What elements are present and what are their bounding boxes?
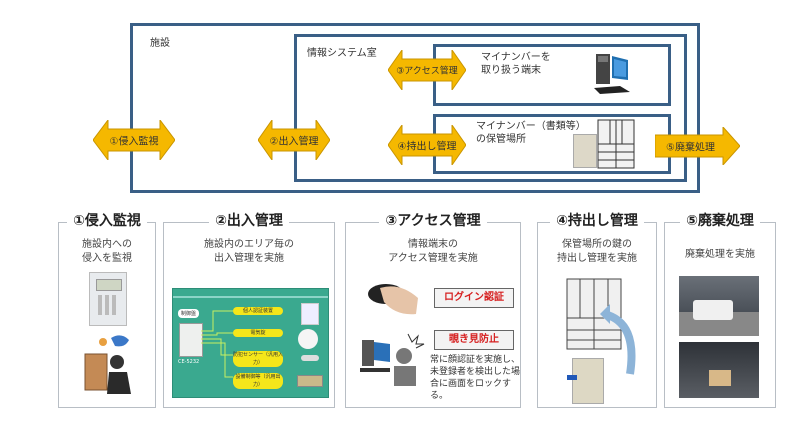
terminal-box-label: マイナンバーを 取り扱う端末 bbox=[481, 52, 551, 76]
cabinet-image bbox=[566, 278, 622, 350]
sensor-icon bbox=[301, 355, 319, 361]
panel-disposal: ⑤廃棄処理 廃棄処理を実施 bbox=[664, 213, 776, 408]
controller-model: CE-5232 bbox=[178, 359, 200, 365]
controller-box bbox=[179, 323, 203, 357]
monitor-user-image bbox=[358, 330, 428, 386]
disposal-truck-photo bbox=[679, 276, 759, 336]
system-item: 電気錠 bbox=[233, 329, 283, 337]
panel-title: ③アクセス管理 bbox=[379, 213, 487, 229]
entry-control-label: ②出入管理 bbox=[269, 136, 319, 148]
panel-access-control: ③アクセス管理 情報端末の アクセス管理を実施 ログイン認証 覗き見防止 常に顔… bbox=[345, 213, 521, 408]
access-control-system-image: 制御盤 CE-5232 個人認証装置 電気錠 防犯センサー（汎用入力） 設備制御… bbox=[172, 288, 329, 398]
peek-prevention-tag: 覗き見防止 bbox=[434, 330, 514, 350]
face-auth-note: 常に顔認証を実施し、 未登録者を検出した場 合に画面をロックする。 bbox=[430, 355, 521, 401]
cabinet-icon bbox=[597, 119, 635, 169]
panel-intrusion-monitoring: ①侵入監視 施設内への 侵入を監視 bbox=[58, 213, 156, 408]
takeout-control-arrow: ④持出し管理 bbox=[388, 125, 466, 165]
key-panel-icon bbox=[573, 134, 597, 168]
mouse-hand-image bbox=[366, 278, 422, 318]
access-control-label: ③アクセス管理 bbox=[396, 66, 458, 77]
takeout-control-label: ④持出し管理 bbox=[397, 141, 457, 153]
access-control-arrow: ③アクセス管理 bbox=[388, 50, 466, 90]
disposal-workers-photo bbox=[679, 342, 759, 398]
auth-device-icon bbox=[301, 303, 319, 325]
disposal-arrow: ⑤廃棄処理 bbox=[655, 127, 740, 165]
intrusion-monitoring-arrow: ①侵入監視 bbox=[93, 120, 175, 160]
panel-title: ①侵入監視 bbox=[67, 213, 147, 229]
system-item: 個人認証装置 bbox=[233, 307, 283, 315]
login-auth-tag: ログイン認証 bbox=[434, 288, 514, 308]
panel-description: 情報端末の アクセス管理を実施 bbox=[388, 239, 478, 264]
panel-title: ④持出し管理 bbox=[550, 213, 644, 229]
facility-frame bbox=[130, 23, 700, 193]
server-room-label: 情報システム室 bbox=[307, 48, 377, 59]
panel-title: ②出入管理 bbox=[209, 213, 289, 229]
panel-description: 廃棄処理を実施 bbox=[685, 249, 755, 260]
storage-box-label: マイナンバー（書類等） の保管場所 bbox=[476, 121, 586, 145]
panel-takeout-control: ④持出し管理 保管場所の鍵の 持出し管理を実施 bbox=[537, 213, 657, 408]
panel-description: 施設内への 侵入を監視 bbox=[82, 239, 132, 264]
alarm-panel-image bbox=[89, 272, 127, 326]
system-item: 防犯センサー（汎用入力） bbox=[233, 351, 284, 367]
intruder-illustration bbox=[81, 332, 137, 396]
system-item: 設備制御等（汎用出力） bbox=[233, 373, 283, 389]
facility-label: 施設 bbox=[150, 38, 170, 49]
controller-label: 制御盤 bbox=[178, 309, 200, 318]
key-return-arrow-icon bbox=[600, 302, 640, 382]
server-room-frame bbox=[294, 34, 687, 182]
disposal-label: ⑤廃棄処理 bbox=[666, 142, 715, 154]
panel-title: ⑤廃棄処理 bbox=[680, 213, 760, 229]
entry-control-arrow: ②出入管理 bbox=[258, 120, 330, 160]
computer-icon bbox=[590, 50, 638, 96]
key-box-image bbox=[567, 358, 604, 404]
electric-lock-icon bbox=[298, 329, 318, 349]
equipment-icon bbox=[297, 375, 323, 387]
intrusion-monitoring-label: ①侵入監視 bbox=[109, 136, 159, 148]
panel-description: 施設内のエリア毎の 出入管理を実施 bbox=[204, 239, 294, 264]
panel-entry-control: ②出入管理 施設内のエリア毎の 出入管理を実施 制御盤 CE-5232 個人認証… bbox=[163, 213, 335, 408]
panel-description: 保管場所の鍵の 持出し管理を実施 bbox=[557, 239, 637, 264]
